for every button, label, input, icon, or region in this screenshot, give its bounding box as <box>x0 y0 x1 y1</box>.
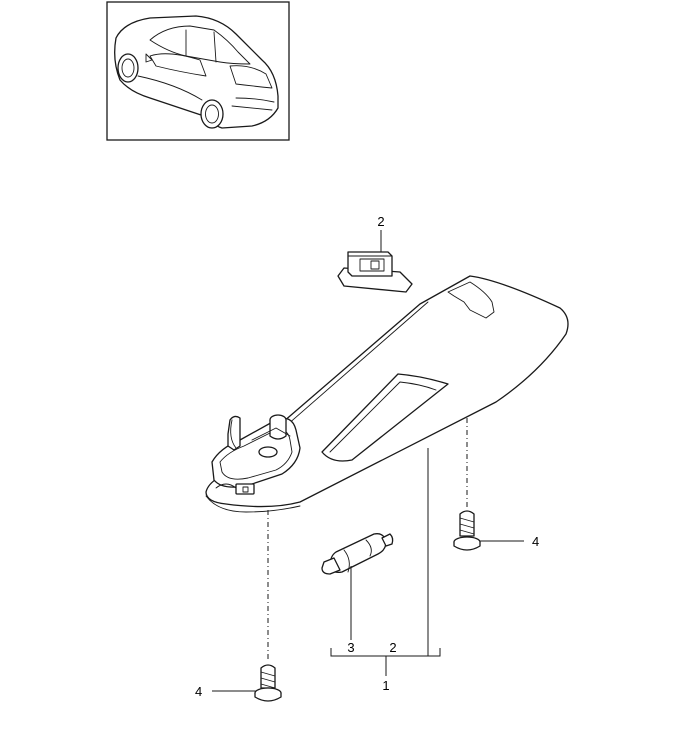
car-outline <box>114 15 279 129</box>
callout-assembly: 1 <box>382 678 389 693</box>
callout-group-mid: 2 <box>389 640 396 655</box>
callout-screw-left: 4 <box>195 684 202 699</box>
callout-screw-right: 4 <box>532 534 539 549</box>
callout-pin: 3 <box>347 640 354 655</box>
callout-clip: 2 <box>377 214 384 229</box>
pin-part <box>321 533 394 575</box>
clip-part <box>337 251 413 293</box>
screw-left <box>254 664 282 702</box>
screw-right <box>453 510 481 551</box>
sun-visor <box>205 275 569 513</box>
vehicle-overview-inset <box>106 1 290 141</box>
